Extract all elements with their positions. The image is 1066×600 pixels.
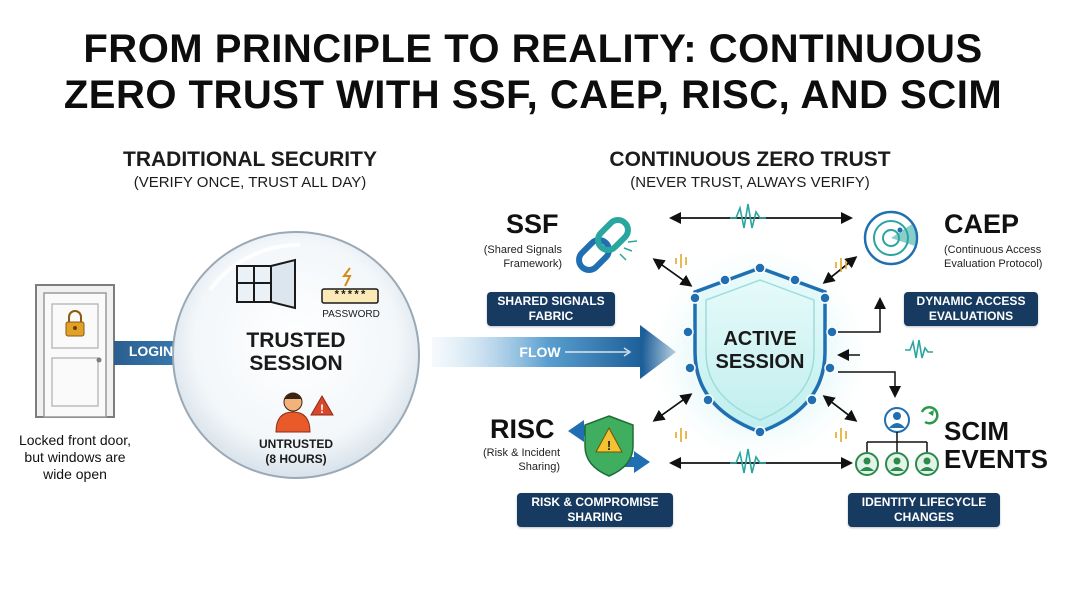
scim-pill-line-1: IDENTITY LIFECYCLE xyxy=(861,495,987,509)
active-session-line-2: SESSION xyxy=(715,351,805,373)
risc-name: RISC xyxy=(490,414,555,444)
risc-pill-line-1: RISK & COMPROMISE xyxy=(531,495,659,509)
page-title: FROM PRINCIPLE TO REALITY: CONTINUOUS ZE… xyxy=(0,26,1066,118)
trusted-session-label: TRUSTED SESSION xyxy=(226,329,366,375)
risc-full-line-1: (Risk & Incident xyxy=(482,447,560,459)
chain-link-icon xyxy=(576,217,638,273)
caep-full-name: (Continuous Access Evaluation Protocol) xyxy=(944,243,1064,271)
door-note-line-3: wide open xyxy=(43,466,107,482)
identity-org-icon xyxy=(855,407,939,476)
warning-shield-icon: ! xyxy=(568,415,650,477)
untrusted-line-1: UNTRUSTED xyxy=(259,437,333,451)
door-note-line-2: but windows are xyxy=(24,449,126,465)
signal-waves xyxy=(675,203,933,474)
scim-pill: IDENTITY LIFECYCLE CHANGES xyxy=(848,493,1000,527)
title-line-1: FROM PRINCIPLE TO REALITY: CONTINUOUS xyxy=(83,27,983,71)
ssf-full-name: (Shared Signals Framework) xyxy=(462,243,562,271)
untrusted-line-2: (8 HOURS) xyxy=(265,452,327,466)
traditional-subheading: (VERIFY ONCE, TRUST ALL DAY) xyxy=(133,174,367,191)
login-label: LOGIN xyxy=(128,343,174,359)
ssf-full-line-1: (Shared Signals xyxy=(483,244,562,256)
trusted-session-line-1: TRUSTED xyxy=(246,329,346,352)
open-window-icon xyxy=(236,258,296,310)
caep-pill: DYNAMIC ACCESS EVALUATIONS xyxy=(904,292,1038,326)
untrusted-label: UNTRUSTED (8 HOURS) xyxy=(246,437,346,467)
continuous-subheading: (NEVER TRUST, ALWAYS VERIFY) xyxy=(630,174,870,191)
caep-pill-line-1: DYNAMIC ACCESS xyxy=(916,294,1026,308)
ssf-name: SSF xyxy=(506,209,559,239)
scim-pill-line-2: CHANGES xyxy=(893,510,954,524)
door-note: Locked front door, but windows are wide … xyxy=(0,432,150,483)
ssf-full-line-2: Framework) xyxy=(503,258,562,270)
radar-scan-icon xyxy=(863,210,919,266)
shield-nodes xyxy=(682,262,838,438)
risc-full-name: (Risk & Incident Sharing) xyxy=(452,446,560,474)
alert-triangle-icon: ! xyxy=(310,395,334,416)
svg-text:!: ! xyxy=(607,438,611,453)
untrusted-user-icon xyxy=(275,392,311,433)
ssf-pill-line-2: FABRIC xyxy=(528,309,574,323)
risc-pill: RISK & COMPROMISE SHARING xyxy=(517,493,673,527)
caep-name: CAEP xyxy=(944,209,1020,239)
active-session-line-1: ACTIVE xyxy=(723,328,797,350)
traditional-heading: TRADITIONAL SECURITY xyxy=(123,148,377,171)
active-session-label: ACTIVE SESSION xyxy=(700,328,820,374)
scim-name-line-1: SCIM xyxy=(944,416,1009,446)
ssf-pill: SHARED SIGNALS FABRIC xyxy=(487,292,615,326)
locked-door-icon xyxy=(35,284,115,418)
active-session-shield xyxy=(693,266,827,434)
risc-full-line-2: Sharing) xyxy=(518,461,560,473)
ssf-pill-line-1: SHARED SIGNALS xyxy=(497,294,605,308)
password-label: PASSWORD xyxy=(322,309,380,320)
scim-name: SCIM EVENTS xyxy=(944,417,1048,473)
flow-label: FLOW xyxy=(519,344,561,360)
password-mask: ***** xyxy=(333,290,367,302)
continuous-heading: CONTINUOUS ZERO TRUST xyxy=(609,148,891,171)
caep-pill-line-2: EVALUATIONS xyxy=(928,309,1014,323)
trusted-session-line-2: SESSION xyxy=(249,352,343,375)
svg-text:!: ! xyxy=(320,402,324,416)
caep-full-line-1: (Continuous Access xyxy=(944,244,1042,256)
caep-full-line-2: Evaluation Protocol) xyxy=(944,258,1043,270)
title-line-2: ZERO TRUST WITH SSF, CAEP, RISC, AND SCI… xyxy=(63,73,1003,117)
refresh-cycle-icon xyxy=(920,406,939,425)
password-icon xyxy=(321,267,379,304)
scim-name-line-2: EVENTS xyxy=(944,444,1049,474)
risc-pill-line-2: SHARING xyxy=(567,510,623,524)
door-note-line-1: Locked front door, xyxy=(18,432,132,448)
